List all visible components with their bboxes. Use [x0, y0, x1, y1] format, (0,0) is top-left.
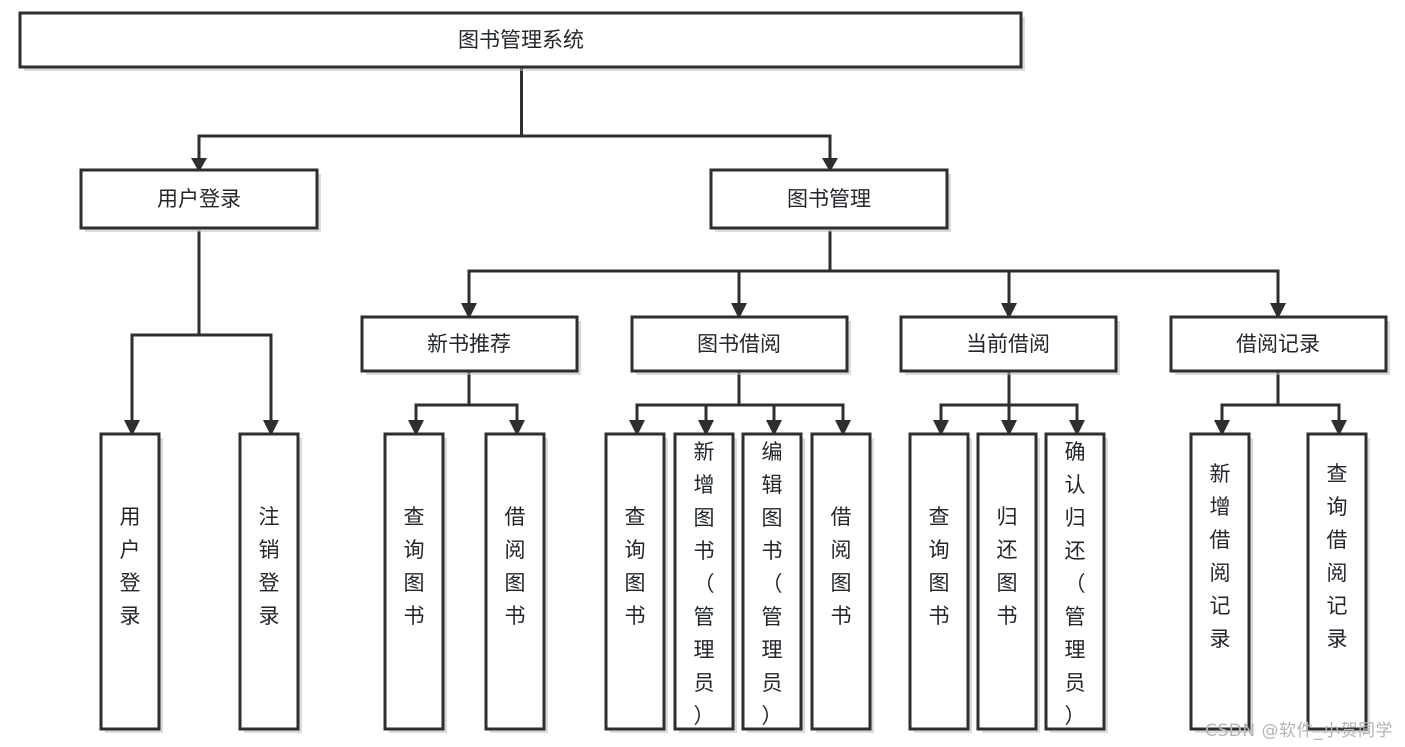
node-book-borrow-box[interactable] [630, 315, 849, 373]
node-leaf-query-book-3[interactable]: 查询图书 [908, 432, 972, 733]
csdn-watermark: CSDN @软件_小贺同学 [1205, 721, 1393, 741]
node-leaf-edit-book-label: 编辑图书（管理员） [762, 440, 783, 728]
node-current-borrow-box[interactable] [899, 315, 1118, 373]
arrow-head-leaf-query-book-3 [933, 420, 949, 436]
arrow-head-borrow-record [1270, 303, 1286, 319]
arrow-head-book-manage [822, 158, 838, 172]
node-leaf-borrow-book-1[interactable]: 借阅图书 [484, 432, 548, 733]
node-user-login-box[interactable] [79, 168, 319, 230]
node-leaf-return-book-box[interactable] [976, 432, 1038, 731]
leaf-nodes: 用户登录 注销登录 查询图书 借阅图书 查询图书 [99, 432, 1370, 733]
node-leaf-query-book-1-box[interactable] [383, 432, 445, 731]
node-root-box[interactable] [18, 11, 1023, 69]
node-book-manage-label: 图书管理 [787, 187, 871, 211]
node-user-login[interactable]: 用户登录 [79, 168, 321, 232]
node-borrow-record[interactable]: 借阅记录 [1169, 315, 1390, 375]
node-root-label: 图书管理系统 [458, 28, 584, 52]
node-leaf-user-logout-box[interactable] [238, 432, 300, 731]
arrow-head-leaf-query-book-2 [629, 420, 645, 436]
node-leaf-query-book-2-label: 查询图书 [625, 505, 646, 628]
node-leaf-edit-book[interactable]: 编辑图书（管理员） [741, 432, 805, 733]
arrow-head-leaf-borrow-book-1 [509, 420, 525, 436]
node-leaf-user-login[interactable]: 用户登录 [99, 432, 163, 733]
node-leaf-borrow-book-1-label: 借阅图书 [505, 505, 526, 628]
node-new-book-recommend-label: 新书推荐 [427, 332, 511, 356]
node-leaf-user-logout[interactable]: 注销登录 [238, 432, 302, 733]
node-leaf-edit-book-box[interactable] [741, 432, 803, 731]
node-leaf-user-login-box[interactable] [99, 432, 161, 731]
node-leaf-query-record[interactable]: 查询借阅记录 [1306, 432, 1370, 733]
node-new-book-recommend[interactable]: 新书推荐 [360, 315, 581, 375]
arrow-head-leaf-borrow-book-2 [835, 420, 851, 436]
arrow-head-leaf-query-record [1331, 420, 1347, 436]
arrow-head-leaf-add-book [698, 420, 714, 436]
node-leaf-query-book-3-label: 查询图书 [929, 505, 950, 628]
node-leaf-query-record-box[interactable] [1306, 432, 1368, 731]
node-leaf-borrow-book-2[interactable]: 借阅图书 [810, 432, 874, 733]
node-leaf-query-book-1[interactable]: 查询图书 [383, 432, 447, 733]
node-book-borrow[interactable]: 图书借阅 [630, 315, 851, 375]
arrow-head-leaf-edit-book [766, 420, 782, 436]
node-leaf-add-record[interactable]: 新增借阅记录 [1189, 432, 1253, 733]
arrow-head-leaf-query-book-1 [408, 420, 424, 436]
node-leaf-query-book-3-box[interactable] [908, 432, 970, 731]
arrow-head-book-borrow [731, 303, 747, 319]
node-user-login-label: 用户登录 [157, 187, 241, 211]
node-leaf-confirm-return[interactable]: 确认归还（管理员） [1044, 432, 1108, 733]
node-book-manage-box[interactable] [709, 168, 949, 230]
arrow-head-leaf-confirm-return [1069, 420, 1085, 436]
node-leaf-add-record-box[interactable] [1189, 432, 1251, 731]
arrow-head-leaf-return-book [1001, 420, 1017, 436]
connectors [124, 65, 1347, 436]
node-leaf-user-login-label: 用户登录 [120, 505, 141, 628]
node-leaf-add-book[interactable]: 新增图书（管理员） [673, 432, 737, 733]
node-borrow-record-box[interactable] [1169, 315, 1388, 373]
node-leaf-return-book-label: 归还图书 [997, 505, 1018, 628]
node-leaf-user-logout-label: 注销登录 [259, 505, 280, 628]
node-leaf-query-record-label: 查询借阅记录 [1327, 462, 1348, 651]
node-root[interactable]: 图书管理系统 [18, 11, 1025, 71]
node-book-manage[interactable]: 图书管理 [709, 168, 951, 232]
node-leaf-confirm-return-box[interactable] [1044, 432, 1106, 731]
node-current-borrow[interactable]: 当前借阅 [899, 315, 1120, 375]
node-leaf-query-book-2-box[interactable] [604, 432, 666, 731]
node-leaf-borrow-book-1-box[interactable] [484, 432, 546, 731]
node-new-book-recommend-box[interactable] [360, 315, 579, 373]
node-leaf-return-book[interactable]: 归还图书 [976, 432, 1040, 733]
arrow-head-leaf-user-logout [263, 420, 279, 436]
arrow-head-leaf-user-login [124, 420, 140, 436]
node-borrow-record-label: 借阅记录 [1236, 332, 1320, 356]
node-leaf-confirm-return-label: 确认归还（管理员） [1065, 440, 1086, 728]
node-book-borrow-label: 图书借阅 [697, 332, 781, 356]
node-leaf-add-book-label: 新增图书（管理员） [694, 440, 715, 728]
arrow-head-user-login [191, 158, 207, 172]
node-leaf-borrow-book-2-box[interactable] [810, 432, 872, 731]
arrow-head-leaf-add-record [1214, 420, 1230, 436]
node-leaf-query-book-1-label: 查询图书 [404, 505, 425, 628]
node-leaf-add-book-box[interactable] [673, 432, 735, 731]
node-leaf-query-book-2[interactable]: 查询图书 [604, 432, 668, 733]
arrow-head-current-borrow [1001, 303, 1017, 319]
arrow-head-new-book-recommend [461, 303, 477, 319]
node-leaf-add-record-label: 新增借阅记录 [1210, 462, 1231, 651]
node-current-borrow-label: 当前借阅 [966, 332, 1050, 356]
node-leaf-borrow-book-2-label: 借阅图书 [831, 505, 852, 628]
